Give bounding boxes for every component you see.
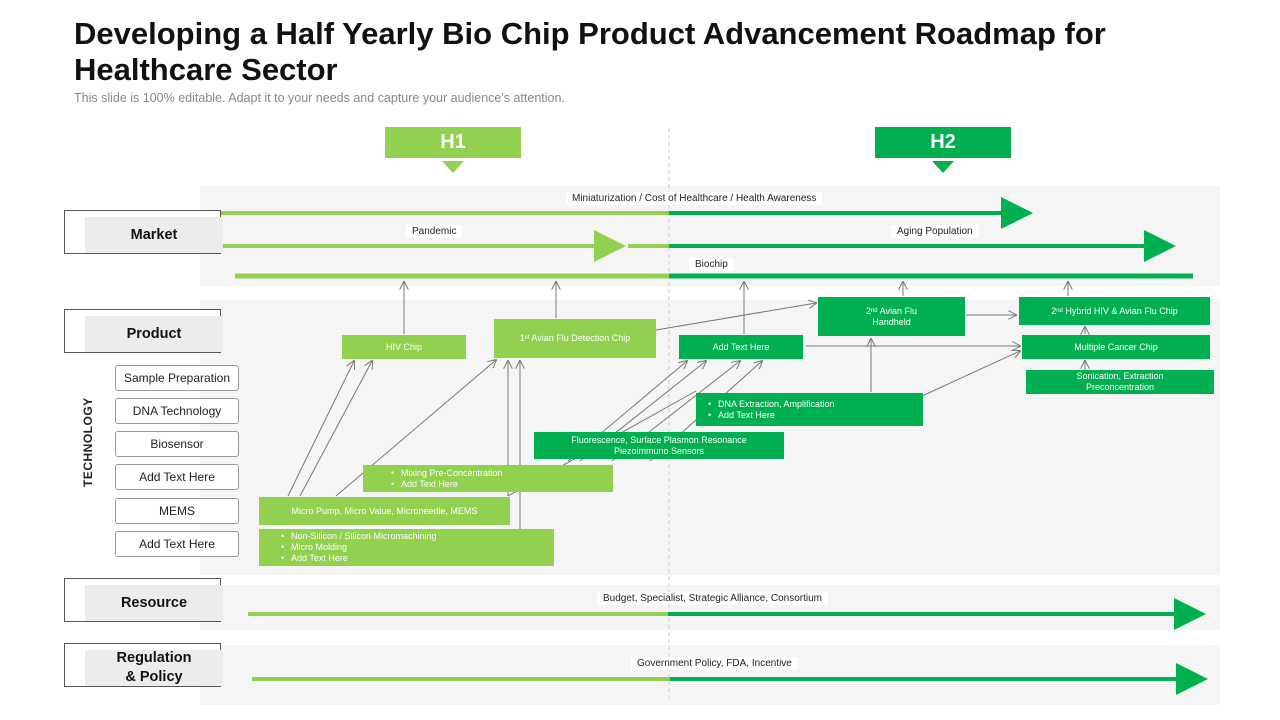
tech-box-non-silicon: Non-Silicon / Silicon Micromachining Mic… [259,529,554,566]
tech-micro-pump-label: Micro Pump, Micro Value, Microneedle, ME… [291,505,478,516]
tech-item-add-text-1: Add Text Here [115,464,239,490]
tech-item-add-text-2: Add Text Here [115,531,239,557]
tech-item-sample-preparation: Sample Preparation [115,365,239,391]
tech-item-mems: MEMS [115,498,239,524]
tech-mixing-item-2: Add Text Here [391,479,503,490]
category-resource-label: Resource [85,585,223,621]
product-avian-handheld-line1: 2nd Avian Flu [865,305,918,316]
product-hybrid-chip-label: 2nd Hybrid HIV & Avian Flu Chip [1051,305,1178,316]
tech-item-biosensor: Biosensor [115,431,239,457]
product-avian-flu-detection-chip: 1st Avian Flu Detection Chip [494,319,656,358]
category-market: Market [64,210,223,254]
tech-dna-extraction-item-1: DNA Extraction, Amplification [708,399,835,410]
h1-arrow-icon [442,161,464,173]
tech-box-mixing: Mixing Pre-Concentration Add Text Here [363,465,613,492]
product-multiple-cancer-label: Multiple Cancer Chip [1074,341,1158,352]
tech-item-dna-technology: DNA Technology [115,398,239,424]
page-title: Developing a Half Yearly Bio Chip Produc… [74,16,1106,87]
category-product: Product [64,309,223,353]
market-line-3-label: Biochip [689,258,734,271]
product-hiv-chip: HIV Chip [342,335,466,359]
category-product-label: Product [85,316,223,352]
market-line-1-label: Miniaturization / Cost of Healthcare / H… [566,192,823,205]
product-avian-flu-handheld: 2nd Avian Flu Handheld [818,297,965,336]
product-avian-flu-detection-label: 1st Avian Flu Detection Chip [519,333,631,343]
h2-arrow-icon [932,161,954,173]
product-avian-handheld-line2: Handheld [872,316,911,327]
category-regulation: Regulation & Policy [64,643,223,687]
category-resource: Resource [64,578,223,622]
market-line-2b-label: Aging Population [891,225,979,238]
page-subtitle: This slide is 100% editable. Adapt it to… [74,91,565,105]
product-sonication: Sonication, Extraction Preconcentration [1026,370,1214,394]
category-regulation-label: Regulation & Policy [85,650,223,686]
tech-box-micro-pump: Micro Pump, Micro Value, Microneedle, ME… [259,497,510,525]
tech-non-silicon-item-2: Micro Molding [281,542,437,553]
market-line-2a-label: Pandemic [406,225,463,238]
tech-box-dna-extraction: DNA Extraction, Amplification Add Text H… [696,393,923,426]
product-add-text: Add Text Here [679,335,803,359]
tech-mixing-item-1: Mixing Pre-Concentration [391,468,503,479]
tech-dna-extraction-item-2: Add Text Here [708,410,835,421]
tech-fluorescence-label: Fluorescence, Surface Plasmon Resonance … [571,434,747,456]
tech-non-silicon-item-3: Add Text Here [281,553,437,564]
h1-header: H1 [385,127,521,158]
product-hiv-chip-label: HIV Chip [385,341,422,352]
regulation-band [200,645,1220,705]
technology-label: TECHNOLOGY [81,397,95,487]
tech-non-silicon-item-1: Non-Silicon / Silicon Micromachining [281,531,437,542]
product-multiple-cancer-chip: Multiple Cancer Chip [1022,335,1210,359]
category-market-label: Market [85,217,223,253]
tech-box-fluorescence: Fluorescence, Surface Plasmon Resonance … [534,432,784,459]
regulation-line-label: Government Policy, FDA, Incentive [631,657,798,670]
product-add-text-label: Add Text Here [712,341,770,352]
product-sonication-label: Sonication, Extraction Preconcentration [1076,371,1164,392]
h2-header: H2 [875,127,1011,158]
product-hybrid-chip: 2nd Hybrid HIV & Avian Flu Chip [1019,297,1210,325]
resource-line-label: Budget, Specialist, Strategic Alliance, … [597,592,828,605]
